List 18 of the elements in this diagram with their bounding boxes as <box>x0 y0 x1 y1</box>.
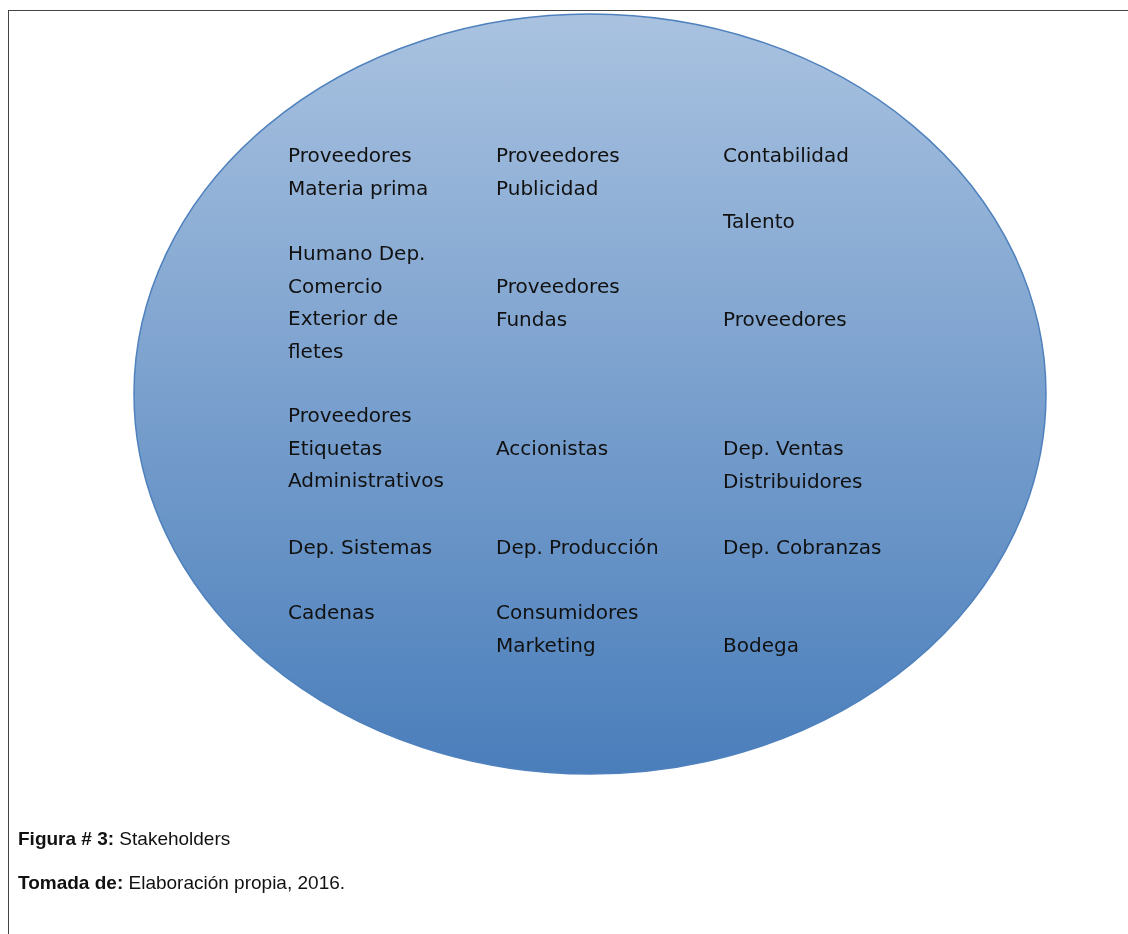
stakeholder-label: Talento <box>723 208 796 235</box>
stakeholder-label: Accionistas <box>496 435 610 462</box>
stakeholder-label: Dep. Cobranzas <box>723 534 883 561</box>
stakeholder-label: Dep. Sistemas <box>288 534 434 561</box>
stakeholder-label: Proveedores <box>723 306 848 333</box>
source-note: Tomada de: Elaboración propia, 2016. <box>18 872 346 894</box>
stakeholder-label: Cadenas <box>288 599 376 626</box>
stakeholder-label: Proveedores Etiquetas Administrativos <box>288 402 445 494</box>
stakeholder-label: Humano Dep. Comercio Exterior de fletes <box>288 240 427 365</box>
stakeholder-label: Proveedores Fundas <box>496 273 621 333</box>
stakeholder-label: Bodega <box>723 632 800 659</box>
stakeholder-label: Consumidores Marketing <box>496 599 640 659</box>
stakeholder-label: Contabilidad <box>723 142 850 169</box>
stakeholder-label: Dep. Ventas Distribuidores <box>723 435 864 495</box>
stakeholder-label: Proveedores Publicidad <box>496 142 621 202</box>
stakeholder-label: Proveedores Materia prima <box>288 142 430 202</box>
stakeholder-label: Dep. Producción <box>496 534 660 561</box>
figure-caption: Figura # 3: Stakeholders <box>18 828 231 850</box>
